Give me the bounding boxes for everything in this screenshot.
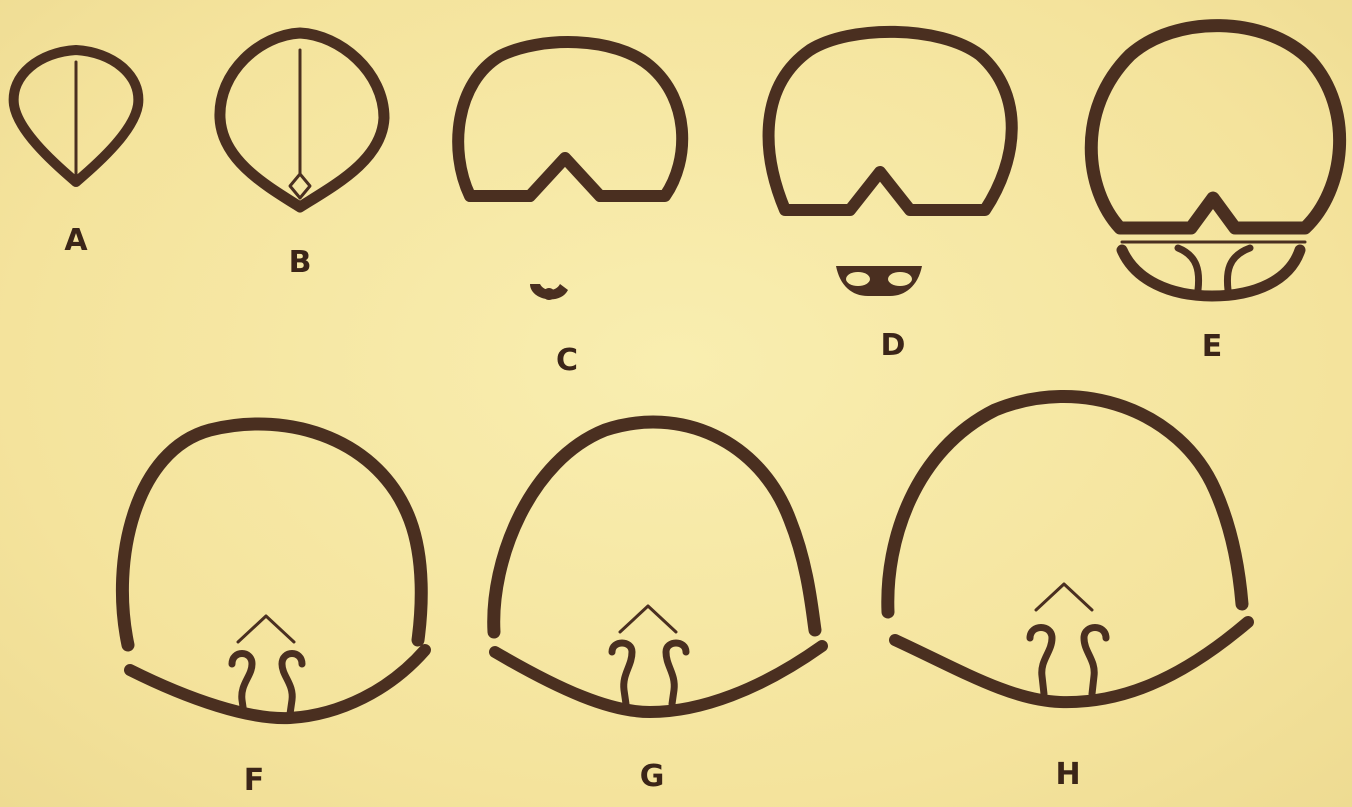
panel-b-label: B — [289, 245, 312, 280]
panel-f-right-fold — [282, 654, 302, 715]
panel-e-upper-outline — [1091, 26, 1339, 228]
panel-g-left-fold — [612, 643, 632, 704]
panel-f: F — [122, 424, 425, 798]
panel-b-diamond — [290, 174, 310, 198]
panel-g-upper-arch — [494, 422, 815, 632]
panel-f-roof-chevron — [238, 616, 294, 642]
panel-h-upper-arch — [888, 396, 1242, 612]
panel-d: D — [769, 32, 1012, 363]
panel-e-label: E — [1202, 329, 1223, 364]
panel-c-notochord-core — [543, 288, 555, 300]
panel-h-label: H — [1055, 757, 1080, 792]
panel-d-outline — [769, 32, 1012, 210]
panel-h: H — [888, 396, 1248, 792]
panel-a-label: A — [64, 223, 88, 258]
panel-f-lower-curve — [130, 650, 425, 718]
panel-b: B — [220, 33, 384, 280]
panel-d-right-pouch — [888, 272, 912, 286]
panel-e-lower-cup — [1122, 250, 1300, 296]
panel-c-outline — [458, 42, 682, 196]
panel-a: A — [14, 50, 139, 258]
panel-f-label: F — [244, 763, 265, 798]
panel-c-label: C — [556, 343, 578, 378]
panel-f-upper-arch — [122, 424, 421, 645]
panel-b-outline — [220, 33, 384, 207]
panel-g: G — [494, 422, 822, 794]
panel-h-left-fold — [1030, 628, 1052, 695]
panel-g-lower-curve — [495, 646, 822, 712]
panel-e-left-mesentery — [1178, 248, 1199, 290]
panel-d-left-pouch — [846, 272, 870, 286]
panel-d-label: D — [881, 328, 906, 363]
panel-g-right-fold — [666, 643, 686, 704]
panel-e: E — [1091, 26, 1339, 364]
panel-h-lower-curve — [895, 622, 1248, 702]
panel-g-label: G — [640, 759, 665, 794]
panel-h-right-fold — [1084, 628, 1106, 695]
panel-c: C — [458, 42, 682, 378]
panel-h-roof-chevron — [1036, 584, 1092, 610]
panel-g-roof-chevron — [620, 606, 676, 632]
panel-e-right-mesentery — [1227, 248, 1250, 290]
